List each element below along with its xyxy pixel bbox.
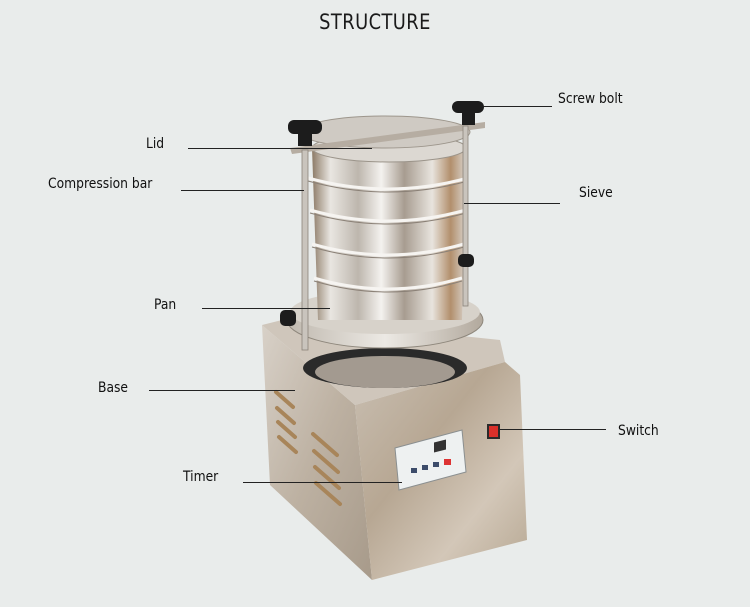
- leader-lid: [188, 148, 372, 149]
- label-lid: Lid: [146, 136, 165, 152]
- label-compression-bar: Compression bar: [48, 176, 153, 192]
- power-switch: [487, 424, 500, 439]
- label-switch: Switch: [618, 423, 659, 439]
- label-pan: Pan: [154, 297, 177, 313]
- diagram-title: STRUCTURE: [319, 10, 431, 34]
- leader-base: [149, 390, 295, 391]
- leader-pan: [202, 308, 330, 309]
- vent-slots: [274, 390, 342, 506]
- leader-switch: [500, 429, 606, 430]
- lid: [290, 115, 485, 154]
- compression-bars: [301, 125, 469, 351]
- base: [262, 318, 527, 580]
- leader-screw-bolt: [484, 106, 552, 107]
- sieve-stack: [307, 133, 469, 320]
- label-base: Base: [98, 380, 129, 396]
- timer-panel: [394, 429, 467, 491]
- label-timer: Timer: [183, 469, 219, 485]
- label-screw-bolt: Screw bolt: [558, 91, 623, 107]
- leader-compression-bar: [181, 190, 304, 191]
- leader-timer: [243, 482, 402, 483]
- screw-bolt-knobs: [280, 101, 484, 326]
- leader-sieve: [464, 203, 560, 204]
- label-sieve: Sieve: [579, 185, 613, 201]
